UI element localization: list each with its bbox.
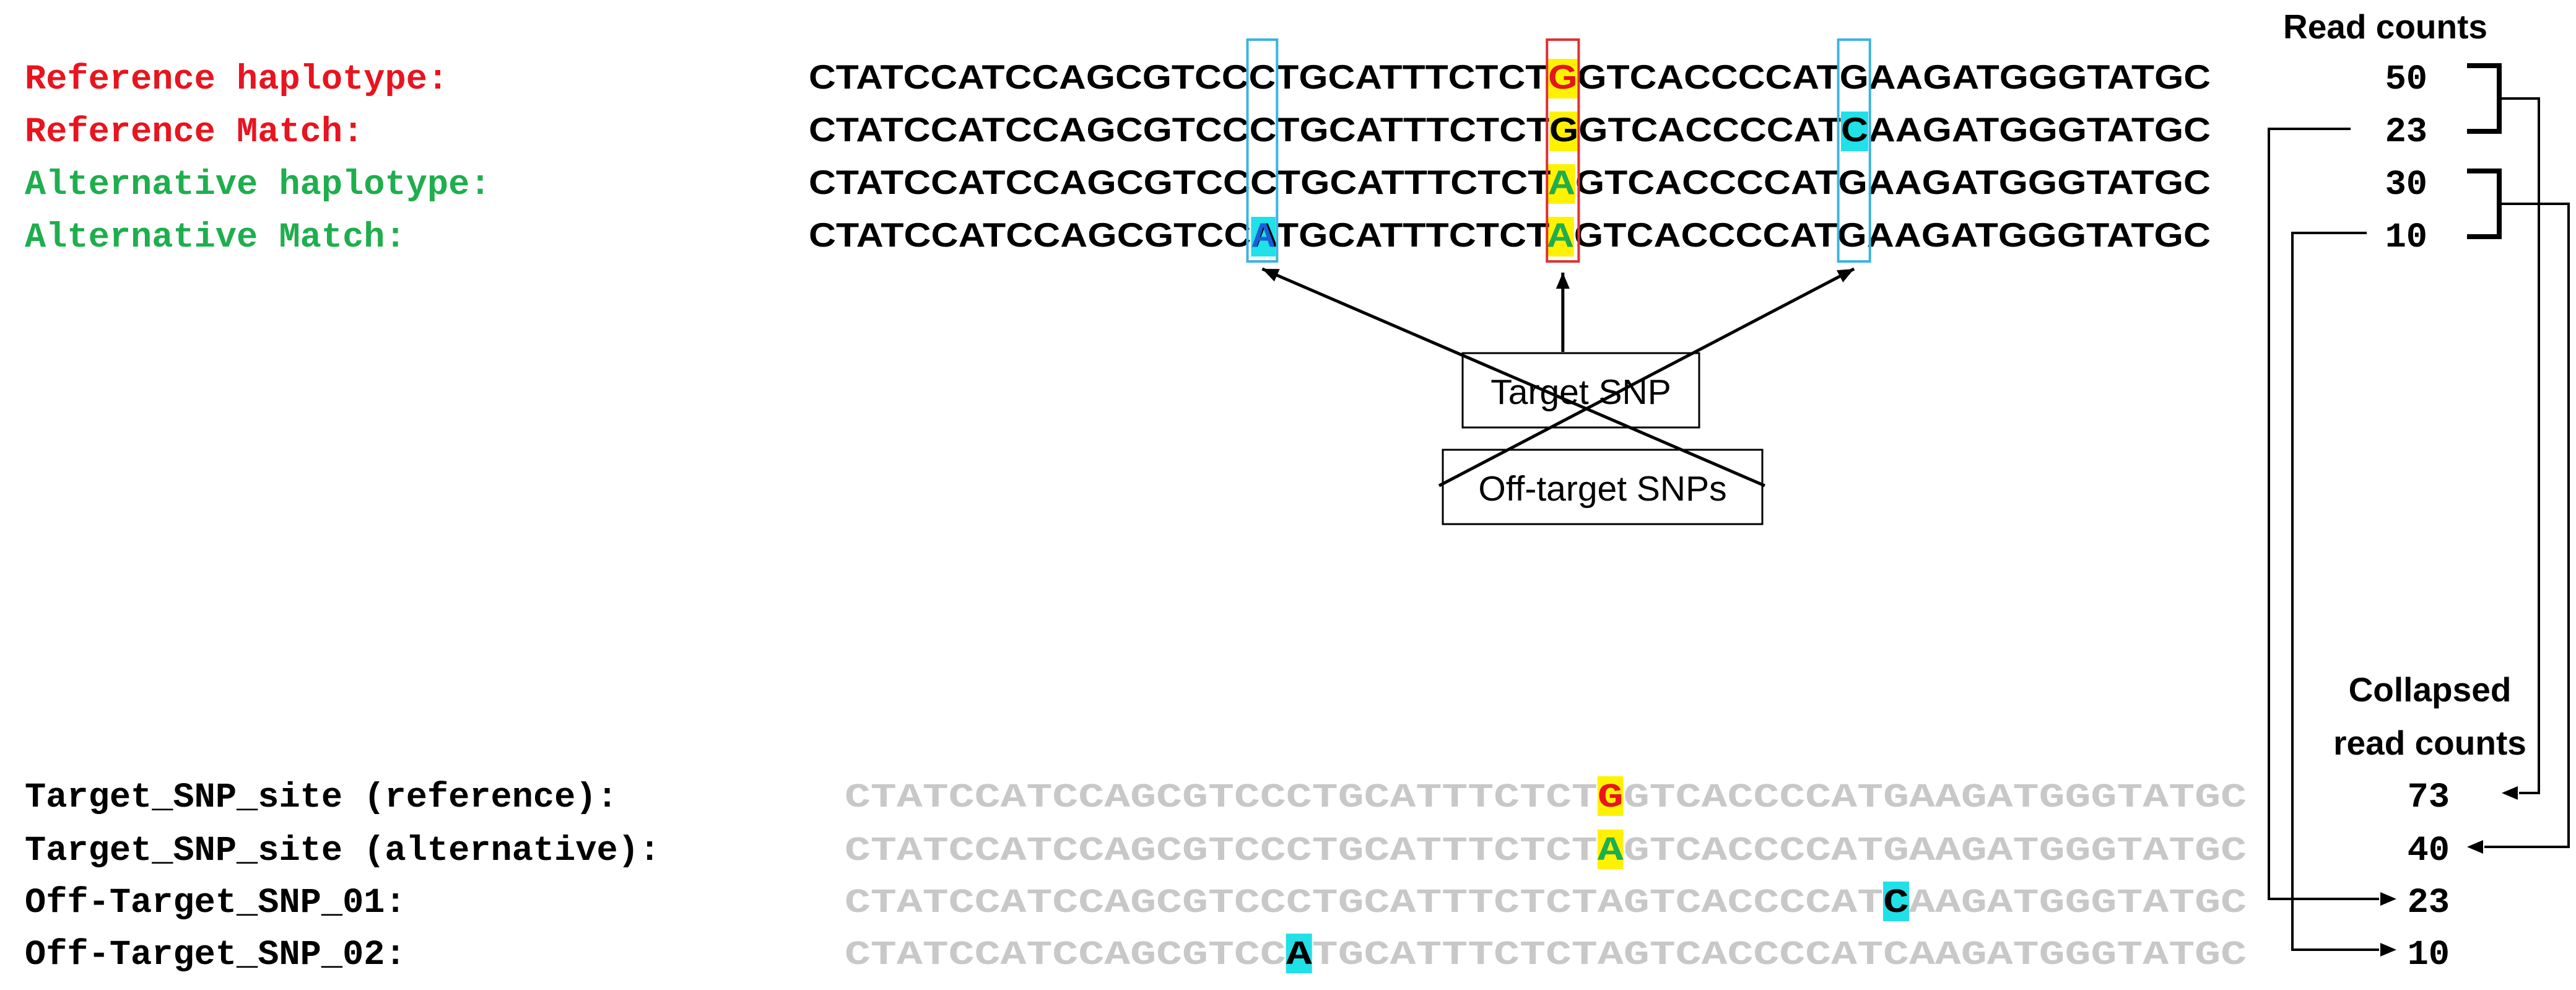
target-snp-highlight-letter: G bbox=[1549, 110, 1578, 149]
collapsed-header-line1: Collapsed bbox=[2349, 670, 2512, 709]
collapsed-target-highlight bbox=[1597, 776, 1624, 816]
bottom-row-offtarget-02: Off-Target_SNP_02: CTATCCATCCAGCGTCCATGC… bbox=[25, 935, 2450, 975]
row-label: Target_SNP_site (reference): bbox=[25, 778, 618, 818]
row-label: Target_SNP_site (alternative): bbox=[25, 831, 660, 871]
row-collapsed-count: 23 bbox=[2408, 883, 2450, 923]
collapsed-target-highlight bbox=[1597, 830, 1624, 869]
target-snp-arrow-head bbox=[1556, 273, 1570, 289]
target-snp-highlight bbox=[1546, 217, 1574, 256]
top-row-reference-haplotype: Reference haplotype: CTATCCATCCAGCGTCCCT… bbox=[25, 58, 2427, 100]
target-snp-highlight bbox=[1549, 112, 1579, 151]
read-counts-header: Read counts bbox=[2283, 7, 2487, 46]
collapsed-offtarget-highlight-letter: A bbox=[1286, 935, 1312, 975]
row-read-count: 30 bbox=[2385, 165, 2427, 205]
offtarget-snp-arrow-right bbox=[1261, 267, 1765, 488]
row-sequence: CTATCCATCCAGCGTCCCTGCATTTCTCTAGTCACCCCAT… bbox=[809, 163, 2211, 201]
row-label: Alternative Match: bbox=[25, 218, 406, 258]
top-section: Read counts Reference haplotype: CTATCCA… bbox=[25, 7, 2487, 258]
row-label: Alternative haplotype: bbox=[25, 165, 491, 205]
bottom-row-target-reference: Target_SNP_site (reference): CTATCCATCCA… bbox=[25, 778, 2450, 818]
top-row-alternative-match: Alternative Match: CTATCCATCCAGCGTCCATGC… bbox=[25, 216, 2427, 258]
alternative-collapse-head bbox=[2467, 840, 2483, 854]
collapsed-offtarget-highlight bbox=[1286, 934, 1312, 973]
row-sequence: CTATCCATCCAGCGTCCCTGCATTTCTCTGGTCACCCCAT… bbox=[809, 110, 2211, 149]
offtarget-snp-column-box bbox=[1246, 38, 1279, 263]
row-label: Reference haplotype: bbox=[25, 60, 448, 100]
offtarget-snps-label: Off-target SNPs bbox=[1478, 469, 1726, 509]
row-read-count: 50 bbox=[2385, 60, 2427, 100]
row-collapsed-count: 40 bbox=[2408, 831, 2450, 871]
offtarget-snp-arrow-left bbox=[1438, 267, 1855, 488]
collapsed-offtarget-highlight bbox=[1883, 882, 1909, 921]
reference-bracket bbox=[2467, 63, 2502, 134]
bottom-section: Collapsed read counts Target_SNP_site (r… bbox=[25, 670, 2526, 975]
offtarget-01-head bbox=[2380, 892, 2396, 906]
offtarget-snp-column-box bbox=[1837, 38, 1871, 263]
row-read-count: 10 bbox=[2385, 218, 2427, 258]
row-sequence: CTATCCATCCAGCGTCCCTGCATTTCTCTGGTCACCCCAT… bbox=[845, 778, 2247, 817]
offtarget-02-line bbox=[2291, 232, 2379, 951]
collapsed-target-highlight-letter: G bbox=[1598, 778, 1624, 817]
row-read-count: 23 bbox=[2385, 113, 2427, 152]
row-collapsed-count: 73 bbox=[2408, 778, 2450, 818]
row-label: Reference Match: bbox=[25, 113, 363, 152]
row-sequence: CTATCCATCCAGCGTCCATGCATTTCTCTAGTCACCCCAT… bbox=[845, 935, 2247, 975]
bottom-row-offtarget-01: Off-Target_SNP_01: CTATCCATCCAGCGTCCCTGC… bbox=[25, 883, 2450, 923]
target-snp-highlight bbox=[1548, 59, 1578, 99]
target-snp-column-box bbox=[1546, 38, 1580, 263]
row-sequence: CTATCCATCCAGCGTCCCTGCATTTCTCTGGTCACCCCAT… bbox=[809, 58, 2211, 96]
alternative-collapse-line bbox=[2484, 203, 2570, 848]
reference-collapse-line bbox=[2499, 97, 2540, 794]
offtarget-snp-arrow-left-head bbox=[1837, 269, 1855, 283]
offtarget-snp-highlight-letter: C bbox=[1841, 110, 1868, 149]
top-row-reference-match: Reference Match: CTATCCATCCAGCGTCCCTGCAT… bbox=[25, 110, 2427, 152]
target-snp-highlight-letter: A bbox=[1547, 216, 1574, 254]
row-sequence: CTATCCATCCAGCGTCCCTGCATTTCTCTAGTCACCCCAT… bbox=[845, 883, 2247, 922]
offtarget-01-line bbox=[2268, 128, 2379, 900]
callouts: Target SNP Off-target SNPs bbox=[1442, 352, 1764, 525]
collapsed-offtarget-highlight-letter: C bbox=[1883, 883, 1909, 922]
row-label: Off-Target_SNP_02: bbox=[25, 935, 406, 975]
row-sequence: CTATCCATCCAGCGTCCATGCATTTCTCTAGTCACCCCAT… bbox=[809, 216, 2211, 254]
offtarget-snp-highlight bbox=[1251, 217, 1276, 256]
collapsed-header-line2: read counts bbox=[2333, 724, 2526, 762]
target-snp-box bbox=[1461, 352, 1700, 429]
row-label: Off-Target_SNP_01: bbox=[25, 883, 406, 923]
row-collapsed-count: 10 bbox=[2408, 935, 2450, 975]
target-snp-highlight-letter: G bbox=[1548, 58, 1577, 96]
collapsed-target-highlight-letter: A bbox=[1598, 831, 1624, 870]
row-sequence: CTATCCATCCAGCGTCCCTGCATTTCTCTAGTCACCCCAT… bbox=[845, 831, 2247, 870]
offtarget-snp-highlight bbox=[1841, 112, 1868, 151]
offtarget-02-head bbox=[2380, 943, 2396, 957]
reference-collapse-head bbox=[2502, 786, 2518, 800]
offtarget-snp-arrow-right-head bbox=[1262, 269, 1280, 282]
highlight-layer bbox=[1251, 59, 1909, 973]
target-snp-highlight bbox=[1547, 164, 1575, 204]
target-snp-highlight-letter: A bbox=[1548, 163, 1575, 201]
alternative-bracket bbox=[2467, 169, 2502, 239]
top-row-alternative-haplotype: Alternative haplotype: CTATCCATCCAGCGTCC… bbox=[25, 163, 2427, 205]
offtarget-snp-highlight-letter: A bbox=[1251, 216, 1275, 254]
bottom-row-target-alternative: Target_SNP_site (alternative): CTATCCATC… bbox=[25, 831, 2450, 871]
